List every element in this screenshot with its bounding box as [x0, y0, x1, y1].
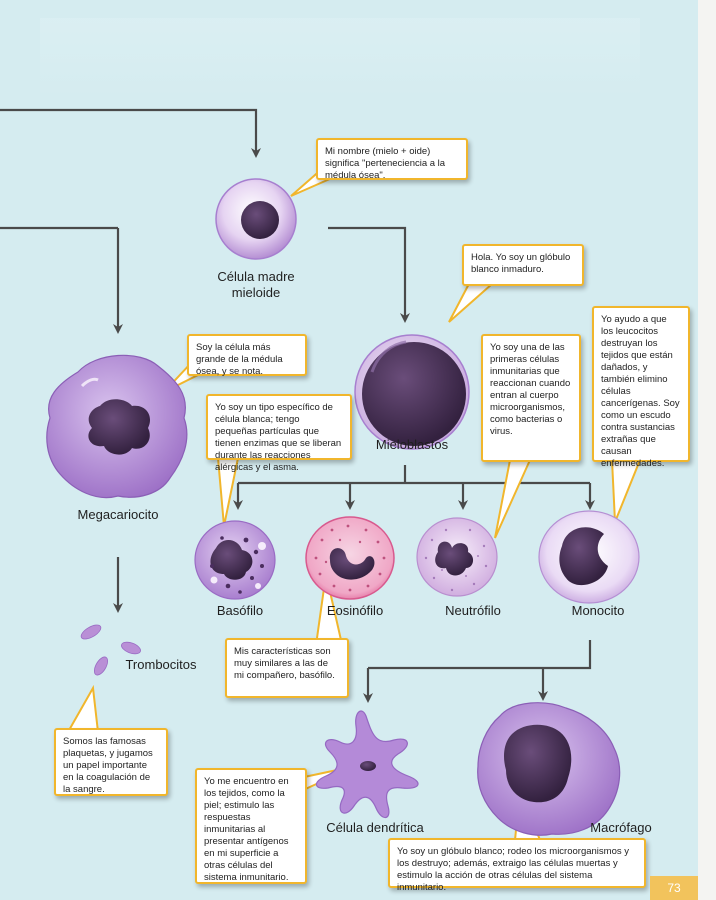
faded-header-area [40, 18, 640, 98]
pointer-myeloblast [448, 277, 493, 323]
myeloblasts-label: Mieloblastos [375, 437, 449, 452]
megakaryocyte-speech-bubble: Soy la célula más grande de la médula ós… [187, 334, 307, 377]
monocyte-speech-bubble: Yo ayudo a que los leucocitos destruyan … [592, 306, 690, 469]
monocyte-illustration [538, 510, 640, 604]
myeloblast-illustration [354, 334, 470, 450]
megakaryocyte-label: Megacariocito [77, 507, 159, 522]
myeloblast-speech-bubble: Hola. Yo soy un glóbulo blanco inmaduro. [462, 244, 584, 286]
eosinophil-speech-bubble: Mis características son muy similares a … [225, 638, 349, 698]
dendritic-cell-label: Célula dendrítica [326, 820, 424, 835]
macrophage-speech-bubble: Yo soy un glóbulo blanco; rodeo los micr… [388, 838, 646, 893]
basophil-speech-bubble: Yo soy un tipo específico de célula blan… [206, 394, 352, 473]
myeloid-stem-cell-illustration [215, 178, 297, 260]
page-edge [698, 0, 716, 900]
dendritic-speech-bubble: Yo me encuentro en los tejidos, como la … [195, 768, 307, 884]
monocyte-label: Monocito [571, 603, 625, 618]
myeloid-speech-bubble: Mi nombre (mielo + oide) significa "pert… [316, 138, 468, 181]
macrophage-label: Macrófago [590, 820, 652, 835]
dendritic-cell-illustration [315, 710, 419, 819]
eosinophil-label: Eosinófilo [326, 603, 384, 618]
thrombocytes-label: Trombocitos [125, 657, 197, 672]
page-number: 73 [650, 876, 698, 900]
basophil-illustration [194, 520, 276, 600]
basophil-label: Basófilo [216, 603, 264, 618]
monocyte-stem [368, 640, 592, 670]
arrow-to-myeloblasts [328, 226, 410, 323]
myeloid-stem-cell-label: Célula madre mieloide [217, 269, 295, 300]
pointer-neutrophil [494, 459, 531, 539]
thrombocytes-illustration [80, 624, 141, 676]
eosinophil-illustration [305, 516, 395, 600]
pointer-thrombocytes [67, 684, 99, 733]
macrophage-illustration [477, 702, 621, 836]
neutrophil-speech-bubble: Yo soy una de las primeras células inmun… [481, 334, 581, 462]
arrow-to-myeloid [0, 108, 261, 158]
thrombocytes-speech-bubble: Somos las famosas plaquetas, y jugamos u… [54, 728, 168, 796]
megakaryocyte-illustration [46, 354, 188, 499]
connector-arrows [0, 108, 595, 703]
neutrophil-label: Neutrófilo [445, 603, 501, 618]
neutrophil-illustration [416, 517, 498, 597]
